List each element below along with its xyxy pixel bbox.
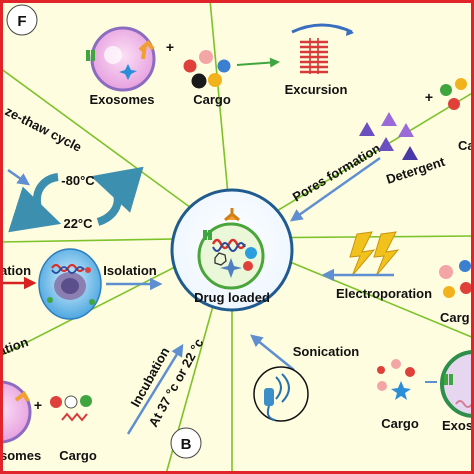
detergent-icon bbox=[359, 112, 418, 160]
sonication-method: Sonication Cargo Exos bbox=[250, 334, 474, 433]
freeze-thaw-arrow bbox=[7, 168, 31, 186]
incubation-arrow bbox=[126, 343, 184, 435]
incubation-cargo-label: Cargo bbox=[59, 448, 97, 463]
detergent-cargo-icon bbox=[440, 78, 467, 110]
freeze-thaw-method: ze-thaw cycle -80°C 22°C bbox=[3, 103, 144, 233]
detergent-cargo-label: Ca bbox=[458, 138, 474, 153]
incubation-method: ation somes + Cargo Incubation At 37 °c … bbox=[0, 334, 206, 463]
incubation-plus: + bbox=[34, 397, 42, 413]
sonication-arrow bbox=[250, 334, 295, 371]
sonication-exosome-icon bbox=[440, 350, 474, 418]
exosome-icon bbox=[86, 26, 156, 92]
excursion-cargo-label: Cargo bbox=[193, 92, 231, 107]
excursion-arrow bbox=[236, 57, 280, 68]
probe-icon bbox=[253, 366, 309, 422]
panel-letter-f-badge bbox=[6, 4, 38, 36]
sonication-cargo-label: Cargo bbox=[381, 416, 419, 431]
excursion-membrane-icon bbox=[291, 23, 354, 74]
pores-arrow bbox=[289, 156, 381, 222]
isolation-left-label: ation bbox=[0, 263, 31, 278]
drug-loaded-exosome: Drug loaded bbox=[170, 188, 294, 312]
isolation-method: ation Isolation bbox=[0, 248, 163, 320]
detergent-plus: + bbox=[425, 89, 433, 105]
panel-letter-b: B bbox=[181, 436, 192, 453]
excursion-result-label: Excursion bbox=[285, 82, 348, 97]
electroporation-cargo-icon bbox=[439, 260, 472, 298]
incubation-left-label: ation bbox=[0, 334, 30, 359]
cycle-arrow-left bbox=[8, 173, 62, 233]
sonication-exosomes-label: Exos bbox=[442, 418, 473, 433]
panel-letter-f: F bbox=[17, 13, 26, 30]
electroporation-cargo-label: Carg bbox=[440, 310, 470, 325]
freeze-thaw-label: ze-thaw cycle bbox=[3, 103, 85, 154]
sonication-label: Sonication bbox=[293, 344, 360, 359]
thaw-temp-label: 22°C bbox=[63, 216, 93, 231]
detergent-method: Pores formation + Detergent Ca bbox=[289, 78, 474, 222]
lightning-icon bbox=[349, 231, 400, 277]
cargo-icon bbox=[183, 50, 231, 89]
cycle-arrow-right bbox=[90, 166, 144, 226]
excursion-method: F Exosomes + Cargo bbox=[6, 4, 354, 107]
incubation-cargo-icon bbox=[50, 395, 92, 422]
excursion-plus: + bbox=[166, 39, 174, 55]
cell-icon bbox=[38, 248, 102, 320]
pores-formation-label: Pores formation bbox=[290, 140, 383, 204]
incubation-exosomes-label: somes bbox=[0, 448, 41, 463]
electroporation-label: Electroporation bbox=[336, 286, 432, 301]
electroporation-method: Electroporation Carg bbox=[321, 231, 472, 325]
center-label: Drug loaded bbox=[194, 290, 270, 305]
panel-letter-b-badge bbox=[170, 427, 202, 459]
isolation-label: Isolation bbox=[103, 263, 157, 278]
incubation-exosome-icon bbox=[0, 380, 32, 444]
sonication-cargo-icon bbox=[377, 359, 415, 400]
excursion-exosomes-label: Exosomes bbox=[89, 92, 154, 107]
freeze-temp-label: -80°C bbox=[61, 173, 95, 188]
